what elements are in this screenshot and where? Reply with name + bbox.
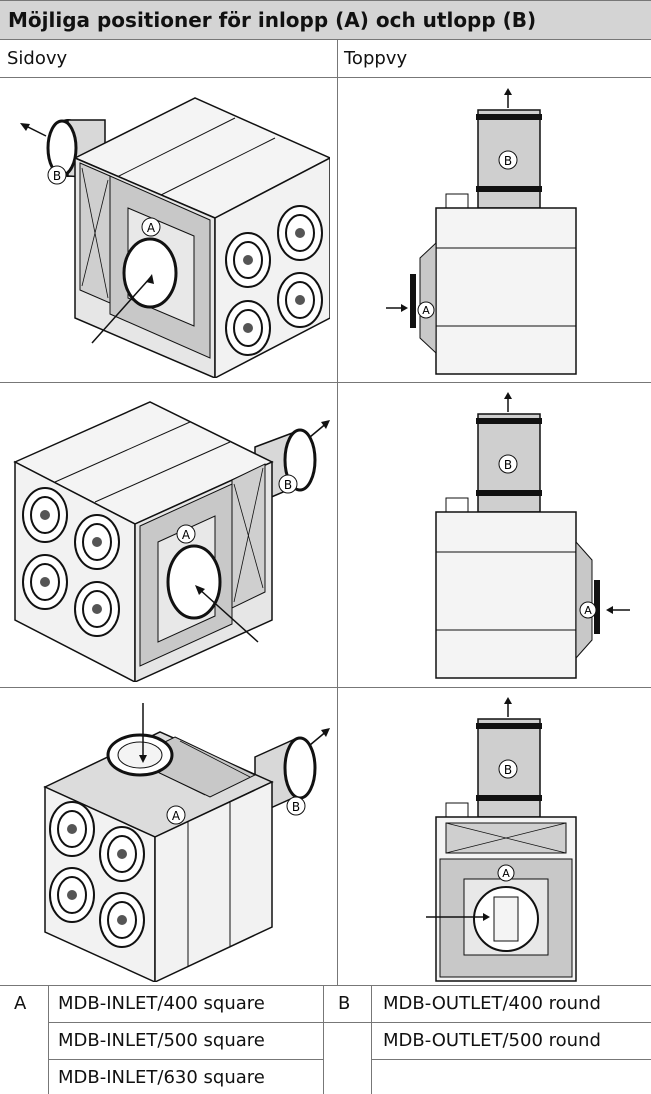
box-outline bbox=[435, 511, 577, 679]
marker-b: B bbox=[504, 763, 512, 777]
side-view-figure-3: B A bbox=[10, 697, 330, 982]
side-view-figure-1: B A bbox=[10, 88, 330, 378]
marker-a: A bbox=[502, 867, 510, 880]
legend-key-a: A bbox=[14, 993, 27, 1014]
marker-b: B bbox=[504, 458, 512, 472]
marker-a: A bbox=[584, 604, 592, 617]
outlet-arrowhead-icon bbox=[321, 420, 330, 429]
legend-row-divider-2a bbox=[48, 1059, 323, 1060]
marker-a: A bbox=[182, 528, 191, 542]
marker-b: B bbox=[284, 478, 292, 492]
inlet-arrowhead-icon bbox=[401, 304, 408, 312]
row-divider-3 bbox=[0, 985, 651, 986]
legend-inlet-2: MDB-INLET/500 square bbox=[58, 1030, 265, 1051]
inlet-arrowhead-icon bbox=[195, 585, 205, 595]
legend-outlet-2: MDB-OUTLET/500 round bbox=[383, 1030, 601, 1051]
marker-b: B bbox=[504, 154, 512, 168]
column-header-side-view: Sidovy bbox=[0, 40, 337, 78]
inlet-arrowhead-icon bbox=[483, 913, 490, 921]
marker-b: B bbox=[53, 169, 61, 183]
marker-a: A bbox=[172, 809, 181, 823]
inlet-arrow bbox=[91, 277, 151, 344]
inlet-arrowhead-icon bbox=[139, 755, 147, 763]
marker-a: A bbox=[422, 304, 430, 317]
marker-b: B bbox=[292, 800, 300, 814]
column-header-top-view: Toppvy bbox=[337, 40, 651, 78]
outlet-arrowhead-icon bbox=[321, 728, 330, 737]
outlet-arrowhead-icon bbox=[504, 88, 512, 95]
legend-divider-b bbox=[371, 985, 372, 1094]
outlet-arrowhead-icon bbox=[504, 697, 512, 704]
legend-divider-a bbox=[48, 985, 49, 1094]
outlet-arrowhead-icon bbox=[20, 123, 30, 131]
legend-row-divider-2b bbox=[371, 1059, 651, 1060]
column-divider bbox=[337, 40, 338, 985]
top-view-figure-1: B A bbox=[380, 88, 600, 378]
inlet-frame-a bbox=[419, 241, 437, 355]
legend-inlet-3: MDB-INLET/630 square bbox=[58, 1067, 265, 1088]
row-divider-2 bbox=[0, 687, 651, 688]
top-view-figure-3: B A bbox=[380, 697, 600, 982]
legend-outlet-1: MDB-OUTLET/400 round bbox=[383, 993, 601, 1014]
legend-divider-mid bbox=[323, 985, 324, 1094]
inlet-frame-a bbox=[575, 540, 593, 660]
inlet-arrowhead-icon bbox=[606, 606, 613, 614]
legend-inlet-1: MDB-INLET/400 square bbox=[58, 993, 265, 1014]
side-view-figure-2: B A bbox=[10, 392, 330, 682]
marker-a: A bbox=[147, 221, 156, 235]
box-outline bbox=[435, 207, 577, 375]
outlet-arrowhead-icon bbox=[504, 392, 512, 399]
legend-key-b: B bbox=[338, 993, 351, 1014]
table-title: Möjliga positioner för inlopp (A) och ut… bbox=[0, 0, 651, 40]
inlet-arrowhead-icon bbox=[146, 274, 154, 284]
box-right-face bbox=[154, 780, 273, 982]
row-divider-1 bbox=[0, 382, 651, 383]
top-view-figure-2: B A bbox=[380, 392, 650, 682]
legend-row-divider-1 bbox=[48, 1022, 651, 1023]
